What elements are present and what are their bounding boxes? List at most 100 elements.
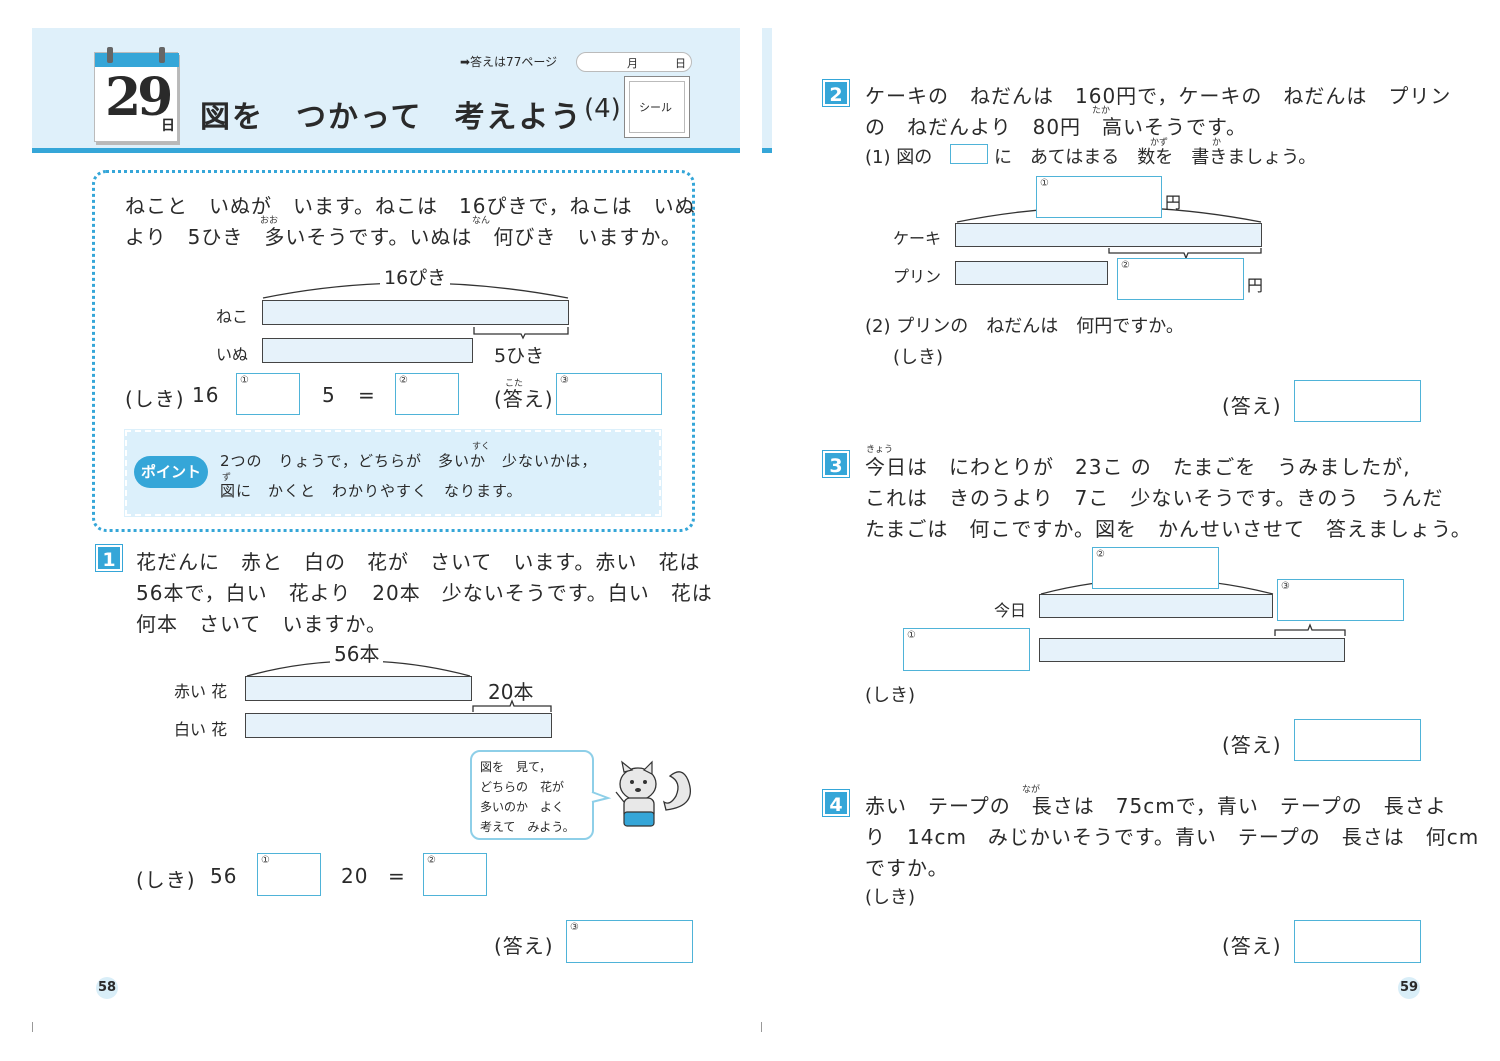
q3-bar-yesterday [1039,638,1345,662]
hint-bubble [470,750,594,840]
q4-answer-box[interactable] [1294,920,1421,963]
page-number-right: 59 [1398,977,1420,999]
ruby-naga: なが [1022,785,1041,795]
hint-bubble-tail [591,791,612,803]
ruby-kazu: かず [1150,138,1169,148]
q1-answer-label: (答え) [494,934,554,958]
q1-diff-label: 20本 [488,680,534,704]
q2-line-2: の ねだんより 80円 高いそうです。 [865,115,1248,139]
ruby-taka: たか [1092,106,1111,116]
example-equals: = [358,383,376,407]
q3-answer-box[interactable] [1294,719,1421,761]
example-total-label: 16ぴき [380,263,451,290]
q2-answer-box-1[interactable]: ① [1036,176,1162,218]
q3-bar-today [1039,594,1273,618]
q4-number: 4 [822,789,850,817]
hint-line-4: 考えて みよう。 [480,820,575,834]
trim-mark-center [761,1022,762,1032]
calendar-icon: 29 日 [94,47,179,142]
example-bar-dog [262,338,473,363]
q2-inline-box-icon [950,144,988,164]
ruby-ka: か [1212,138,1222,148]
q2-sub1-pre: (1) 図の [865,147,933,168]
q2-bar-cake [955,223,1262,247]
hint-line-3: 多いのか よく [480,800,565,814]
point-badge: ポイント [134,456,208,488]
hint-line-1: 図を 見て， [480,760,552,774]
date-field[interactable]: 月 日 [576,52,692,72]
q1-row2-label: 白い 花 [174,720,228,739]
q3-answer-box-1[interactable]: ① [903,628,1030,671]
q3-answer-box-3[interactable]: ③ [1277,579,1404,621]
q2-answer-box[interactable] [1294,380,1421,422]
day-unit: 日 [161,118,175,134]
example-row2-label: いぬ [216,345,249,364]
example-line-1: ねこと いぬが います。ねこは 16ぴきで，ねこは いぬ [125,194,696,218]
q2-formula-label: (しき) [893,347,944,368]
q1-answer-box-2[interactable]: ② [423,853,487,896]
example-line-2: より 5ひき 多いそうです。いぬは 何びき いますか。 [125,225,682,249]
q2-answer-label: (答え) [1222,394,1282,418]
q4-line-1: 赤い テープの 長さは 75cmで，青い テープの 長さよ [865,794,1447,818]
trim-mark-left [32,1022,33,1032]
q1-formula-b: 20 [341,864,369,888]
q1-line-1: 花だんに 赤と 白の 花が さいて います。赤い 花は [136,550,701,574]
q2-sub2: (2) プリンの ねだんは 何円ですか。 [865,316,1184,337]
q3-diff-brace [1274,623,1346,636]
example-diff-label: 5ひき [494,345,545,367]
q1-answer-box-3[interactable]: ③ [566,920,693,963]
q1-answer-box-1[interactable]: ① [257,853,321,896]
q1-row1-label: 赤い 花 [174,682,228,701]
page-title-part: (4) [584,94,621,124]
day-number: 29 [105,67,173,128]
q4-line-2: り 14cm みじかいそうです。青い テープの 長さは 何cm [865,825,1480,849]
ruby-suku: すく [472,442,491,452]
sticker-label: シール [639,101,672,114]
q2-row1-label: ケーキ [893,229,942,248]
q2-line-1: ケーキの ねだんは 160円で，ケーキの ねだんは プリン [865,84,1452,108]
q2-unit-1: 円 [1165,193,1182,212]
q1-formula-a: 56 [210,864,238,888]
q1-equals: = [388,864,406,888]
q3-line-3: たまごは 何こですか。図を かんせいさせて 答えましょう。 [865,517,1472,541]
sticker-box[interactable]: シール [624,76,690,138]
q3-row1-label: 今日 [994,601,1027,620]
point-panel [124,429,662,517]
month-label: 月 [627,57,638,70]
q2-unit-2: 円 [1247,276,1264,295]
answer-reference: ➡答えは77ページ [460,55,558,69]
q1-diff-brace [472,699,552,712]
q3-line-2: これは きのうより 7こ 少ないそうです。きのう うんだ [865,486,1444,510]
page-title: 図を つかって 考えよう [200,100,583,135]
q1-bar-red [245,676,472,701]
example-bar-cat [262,300,569,325]
q1-line-3: 何本 さいて いますか。 [136,612,387,636]
header-underline [32,148,740,153]
q2-row2-label: プリン [893,267,942,286]
point-line-2: 図に かくと わかりやすく なります。 [220,482,523,500]
example-formula-b: 5 [322,383,336,407]
example-answer-box-3[interactable]: ③ [556,373,662,415]
example-panel [92,170,695,532]
header-band-right-stub [762,28,772,153]
squirrel-mascot-icon [615,760,692,827]
point-line-1: 2つの りょうで，どちらが 多いか 少ないかは， [220,452,598,470]
q3-line-1: 今日は にわとりが 23こ の たまごを うみましたが, [865,455,1411,479]
example-formula-label: (しき) [125,387,185,411]
example-answer-box-2[interactable]: ② [395,373,459,415]
ruby-zu: ず [222,473,232,483]
q3-answer-box-2[interactable]: ② [1092,547,1219,589]
q2-answer-box-2[interactable]: ② [1117,258,1244,300]
q3-number: 3 [822,450,850,478]
q3-formula-label: (しき) [865,685,916,706]
example-answer-box-1[interactable]: ① [236,373,300,415]
q4-line-3: ですか。 [865,856,949,880]
example-answer-label: (答え) [494,387,554,411]
q4-answer-label: (答え) [1222,934,1282,958]
q2-sub1-post: に あてはまる 数を 書きましょう。 [994,147,1317,168]
q2-bar-pudding [955,261,1108,285]
q1-bar-white [245,713,552,738]
hint-line-2: どちらの 花が [480,780,565,794]
example-formula-a: 16 [192,383,220,407]
ruby-oo: おお [260,216,279,226]
